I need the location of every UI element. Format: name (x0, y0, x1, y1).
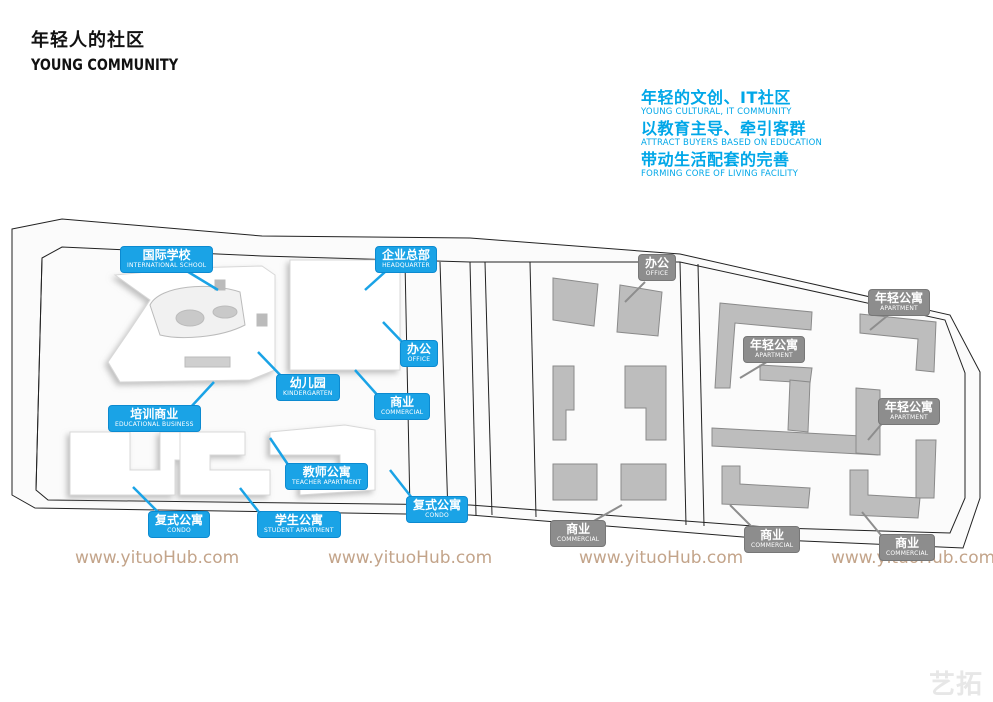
slogan-2-en: ATTRACT BUYERS BASED ON EDUCATION (641, 138, 823, 148)
right-zone-buildings (711, 302, 937, 519)
label-en: OFFICE (407, 356, 431, 363)
label-apartment-b: 年轻公寓 APARTMENT (743, 336, 806, 363)
page-title: 年轻人的社区 (31, 30, 145, 51)
label-teacher-apartment: 教师公寓 TEACHER APARTMENT (285, 463, 369, 490)
label-cn: 幼儿园 (289, 376, 326, 390)
label-cn: 培训商业 (130, 407, 179, 421)
slogan-3: 带动生活配套的完善 FORMING CORE OF LIVING FACILIT… (641, 151, 798, 180)
slogan-3-en: FORMING CORE OF LIVING FACILITY (641, 169, 799, 179)
page-subtitle: YOUNG COMMUNITY (31, 55, 179, 74)
label-office-right: 办公 OFFICE (638, 254, 677, 281)
label-cn: 复式公寓 (155, 513, 204, 527)
label-en: APARTMENT (890, 414, 928, 421)
label-cn: 国际学校 (142, 248, 191, 262)
label-cn: 办公 (407, 342, 432, 356)
brand-logo: 艺拓 (928, 670, 983, 700)
label-en: COMMERCIAL (557, 536, 600, 543)
label-en: TEACHER APARTMENT (292, 479, 362, 486)
label-cn: 教师公寓 (302, 465, 351, 479)
label-cn: 年轻公寓 (875, 291, 924, 305)
label-apartment-a: 年轻公寓 APARTMENT (868, 289, 931, 316)
label-student-apartment: 学生公寓 STUDENT APARTMENT (257, 511, 341, 538)
label-headquarter: 企业总部 HEADQUARTER (375, 246, 438, 273)
label-en: OFFICE (645, 270, 669, 277)
label-en: APARTMENT (755, 352, 793, 359)
label-apartment-c: 年轻公寓 APARTMENT (878, 398, 941, 425)
slogan-2-cn: 以教育主导、牵引客群 (641, 119, 807, 138)
label-cn: 商业 (760, 528, 785, 542)
label-cn: 商业 (566, 522, 591, 536)
slogan-3-cn: 带动生活配套的完善 (641, 150, 790, 169)
label-en: CONDO (425, 512, 449, 519)
label-cn: 复式公寓 (413, 498, 462, 512)
label-en: INTERNATIONAL SCHOOL (127, 262, 207, 269)
label-cn: 企业总部 (382, 248, 431, 262)
watermark-2: www.yituoHub.com (328, 548, 493, 568)
label-commercial-mid: 商业 COMMERCIAL (550, 520, 607, 547)
watermark-1: www.yituoHub.com (75, 548, 240, 568)
school-detail (149, 279, 268, 368)
watermark-3: www.yituoHub.com (579, 548, 744, 568)
label-condo-mid: 复式公寓 CONDO (406, 496, 469, 523)
label-en: KINDERGARTEN (283, 390, 333, 397)
label-condo-left: 复式公寓 CONDO (148, 511, 211, 538)
label-en: COMMERCIAL (751, 542, 794, 549)
label-commercial-left: 商业 COMMERCIAL (374, 393, 431, 420)
label-commercial-r1: 商业 COMMERCIAL (744, 526, 801, 553)
label-commercial-r2: 商业 COMMERCIAL (879, 534, 936, 561)
label-en: COMMERCIAL (381, 409, 424, 416)
label-en: HEADQUARTER (382, 262, 430, 269)
label-cn: 年轻公寓 (885, 400, 934, 414)
label-en: EDUCATIONAL BUSINESS (115, 421, 194, 428)
label-kindergarten: 幼儿园 KINDERGARTEN (276, 374, 340, 401)
slogan-2: 以教育主导、牵引客群 ATTRACT BUYERS BASED ON EDUCA… (641, 120, 822, 149)
label-educational-business: 培训商业 EDUCATIONAL BUSINESS (108, 405, 201, 432)
label-en: COMMERCIAL (886, 550, 929, 557)
label-cn: 办公 (645, 256, 670, 270)
label-international-school: 国际学校 INTERNATIONAL SCHOOL (120, 246, 214, 273)
slogan-1-cn: 年轻的文创、IT社区 (641, 88, 791, 107)
label-cn: 学生公寓 (274, 513, 323, 527)
middle-zone-buildings (552, 277, 667, 501)
label-en: APARTMENT (880, 305, 918, 312)
label-cn: 商业 (390, 395, 415, 409)
slogan-1: 年轻的文创、IT社区 YOUNG CULTURAL, IT COMMUNITY (641, 89, 792, 118)
label-cn: 商业 (895, 536, 920, 550)
label-cn: 年轻公寓 (750, 338, 799, 352)
label-office-left: 办公 OFFICE (400, 340, 439, 367)
label-en: CONDO (167, 527, 191, 534)
label-en: STUDENT APARTMENT (264, 527, 334, 534)
slogan-1-en: YOUNG CULTURAL, IT COMMUNITY (641, 107, 792, 117)
